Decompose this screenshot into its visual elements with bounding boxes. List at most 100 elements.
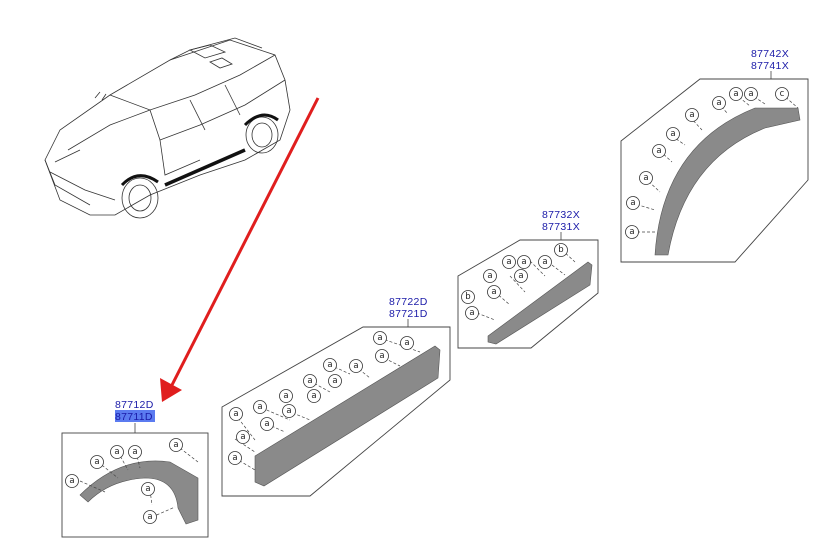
clip-callout [400,336,414,350]
clip-callout-label: a [145,484,150,494]
clip-callout [323,358,337,372]
clip-callout [483,269,497,283]
clip-callout [502,255,516,269]
part-number-2a[interactable]: 87722D [389,296,428,308]
part-number-1b[interactable]: 87711D [115,411,153,423]
part-number-3a[interactable]: 87732X [542,209,580,221]
clip-callout [229,407,243,421]
group-87741X: 87742X 87741X a a a a a a a a a c [620,48,809,263]
clip-callout [279,389,293,403]
clip-callout-label: a [69,476,74,486]
fender-flare-part [79,460,199,525]
clip-callout-label: a [232,453,237,463]
clip-callout [303,374,317,388]
clip-callout-label: a [518,271,523,281]
clip-callout-label: a [332,376,337,386]
clip-callout [169,438,183,452]
clip-callout-label: a [491,287,496,297]
clip-callout-label: a [377,333,382,343]
part-number-1a[interactable]: 87712D [115,399,154,411]
clip-callout-label: a [257,402,262,412]
clip-callout [373,331,387,345]
part-number-3b[interactable]: 87731X [542,221,580,233]
clip-callout [554,243,568,257]
wheel-arch-part [654,107,801,256]
clip-callout-label: a [630,198,635,208]
clip-callout-label: a [689,110,694,120]
group-87711D: 87712D 87711D a a a a a a a [61,399,209,538]
clip-callout [65,474,79,488]
group-box [457,239,599,349]
clip-callout-label: a [311,391,316,401]
clip-callout [775,87,789,101]
clip-callout [514,269,528,283]
part-number-highlight [115,410,155,422]
clip-callout [375,349,389,363]
clip-callout [228,451,242,465]
part-number-4b[interactable]: 87741X [751,60,789,72]
clip-callout-label: a [521,257,526,267]
clip-callout [260,417,274,431]
clip-callout [110,445,124,459]
clip-callout [639,171,653,185]
clip-callout-label: a [94,457,99,467]
clip-callout [143,510,157,524]
clip-callout-label: b [558,245,563,255]
clip-callout-label: a [469,308,474,318]
door-moulding-part [254,345,441,487]
clip-callout-label: a [327,360,332,370]
clip-callout [465,306,479,320]
clip-callout [236,430,250,444]
clip-callout-label: a [307,376,312,386]
clip-callout-label: a [132,447,137,457]
clip-callout-label: a [353,361,358,371]
clip-callout-label: a [542,257,547,267]
clip-callout-label: a [748,89,753,99]
clip-callout [282,404,296,418]
clip-callout [141,482,155,496]
clip-callout-label: c [780,89,785,99]
clip-callout [517,255,531,269]
part-number-4a[interactable]: 87742X [751,48,789,60]
pointer-arrow [160,97,320,402]
clip-callout [625,225,639,239]
clip-callout [538,255,552,269]
clip-callout-label: a [643,173,648,183]
clip-callout [666,127,680,141]
clip-callout [626,196,640,210]
clip-callout [685,108,699,122]
clip-callout [349,359,363,373]
clip-callout-label: a [670,129,675,139]
clip-callout-label: a [240,432,245,442]
clip-callout-label: a [147,512,152,522]
clip-callout-label: a [283,391,288,401]
clip-callout [487,285,501,299]
clip-callout-label: a [404,338,409,348]
clip-callout-label: a [487,271,492,281]
door-moulding-part [487,261,593,345]
clip-callout-label: a [733,89,738,99]
clip-callout [712,96,726,110]
clip-callout-label: a [233,409,238,419]
clip-callout [328,374,342,388]
clip-callout-label: a [286,406,291,416]
part-number-2b[interactable]: 87721D [389,308,428,320]
clip-callout-label: a [114,447,119,457]
clip-callout-label: b [465,292,470,302]
clip-callout-label: a [656,146,661,156]
clip-callout [90,455,104,469]
clip-callout [461,290,475,304]
clip-callout [652,144,666,158]
clip-callout-label: a [173,440,178,450]
vehicle-illustration [44,37,291,219]
clip-callout [128,445,142,459]
clip-callout-label: a [629,227,634,237]
clip-callout-label: a [716,98,721,108]
clip-callout [253,400,267,414]
clip-callout [744,87,758,101]
group-87721D: 87722D 87721D a a a a a a a a a a a a a … [221,296,451,497]
clip-callout-label: a [506,257,511,267]
clip-callout [729,87,743,101]
clip-callout [307,389,321,403]
